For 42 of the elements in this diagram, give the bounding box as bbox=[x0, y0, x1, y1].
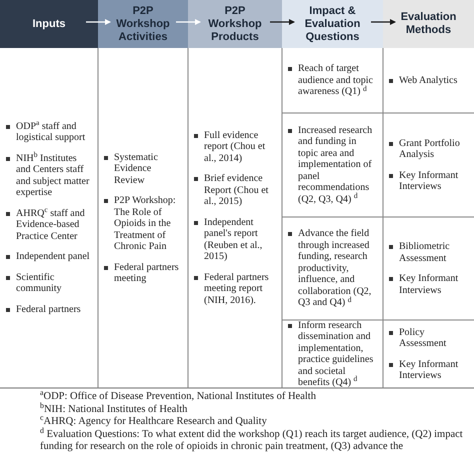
header-cell bbox=[383, 0, 474, 48]
bullet-item: Reach of target audience and topic awareness (Q1) $^{d}$ bbox=[288, 63, 377, 98]
header-cell bbox=[98, 0, 188, 48]
footnote: $^{b}$NIH: National Institutes of Health bbox=[40, 404, 188, 416]
bullet-item: Federal partners meeting report (NIH, 2016). bbox=[194, 272, 276, 306]
bullet-item: Advance the field through increased funding, research productivity, influence, and collaboration (Q2, Q3 and Q4) $^{d}$ bbox=[288, 228, 377, 309]
arrow bbox=[371, 19, 396, 25]
bullet-item: NIH$^{b}$ Institutes and Centers staff and subject matter expertise bbox=[6, 152, 92, 199]
bullet-item: Key Informant Interviews bbox=[389, 358, 468, 382]
bullet-item: Systematic Evidence Review bbox=[104, 152, 182, 186]
footnote: $^{c}$AHRQ: Agency for Healthcare Research and Quality bbox=[40, 416, 268, 428]
bullet-item: Key Informant Interviews bbox=[389, 273, 468, 296]
bullet-item: Federal partners bbox=[6, 304, 92, 316]
arrow bbox=[86, 19, 111, 25]
header-cell bbox=[282, 0, 383, 48]
bullet-item: ODP$^{a}$ staff and logistical support bbox=[6, 120, 92, 144]
header-cell bbox=[188, 0, 282, 48]
header-text: P2P Workshop Activities bbox=[115, 4, 171, 44]
bullet-item: Key Informant Interviews bbox=[389, 170, 468, 192]
header-cell bbox=[0, 0, 98, 48]
bullet-item: Web Analytics bbox=[389, 74, 468, 86]
bullet-item: AHRQ$^{c}$ staff and Evidence-based Practice Center bbox=[6, 208, 92, 242]
bullet-item: Brief evidence Report (Chou et al., 2015) bbox=[194, 173, 276, 208]
bullet-item: Grant Portfolio Analysis bbox=[389, 138, 468, 160]
bullet-item: Independent panel bbox=[6, 251, 92, 263]
bullet-item: Policy Assessment bbox=[389, 326, 468, 350]
header-text: P2P Workshop Products bbox=[207, 4, 263, 44]
footnote: $^{d}$ Evaluation Questions: To what extent did the workshop (Q1) reach its target audience, (Q2) impact funding for research on the role of opioids in chronic pain treatment, (Q3) advance the bbox=[40, 428, 464, 454]
bullet-item: Full evidence report (Chou et al., 2014) bbox=[194, 130, 276, 164]
footnote: $^{a}$ODP: Office of Disease Prevention, National Institutes of Health bbox=[40, 391, 317, 402]
header-text: Impact & Evaluation Questions bbox=[304, 4, 362, 44]
bullet-item: P2P Workshop: The Role of Opioids in the Treatment of Chronic Pain bbox=[104, 195, 182, 252]
bullet-item: Inform research dissemination and implementation, practice guidelines and societal benefits (Q4) $^{d}$ bbox=[288, 320, 377, 388]
header-text: Evaluation Methods bbox=[400, 11, 458, 37]
bullet-item: Federal partners meeting bbox=[104, 262, 182, 284]
bullet-item: Increased research and funding in topic area and implementation of panel recommendations (Q2, Q3, Q4) $^{d}$ bbox=[288, 124, 377, 206]
bullet-item: Scientific community bbox=[6, 272, 92, 295]
arrow bbox=[176, 19, 201, 25]
arrow bbox=[270, 19, 295, 25]
bullet-item: Independent panel's report (Reuben et al., 2015) bbox=[194, 216, 276, 263]
header-text: Inputs bbox=[32, 18, 66, 30]
bullet-item: Bibliometric Assessment bbox=[389, 241, 468, 264]
